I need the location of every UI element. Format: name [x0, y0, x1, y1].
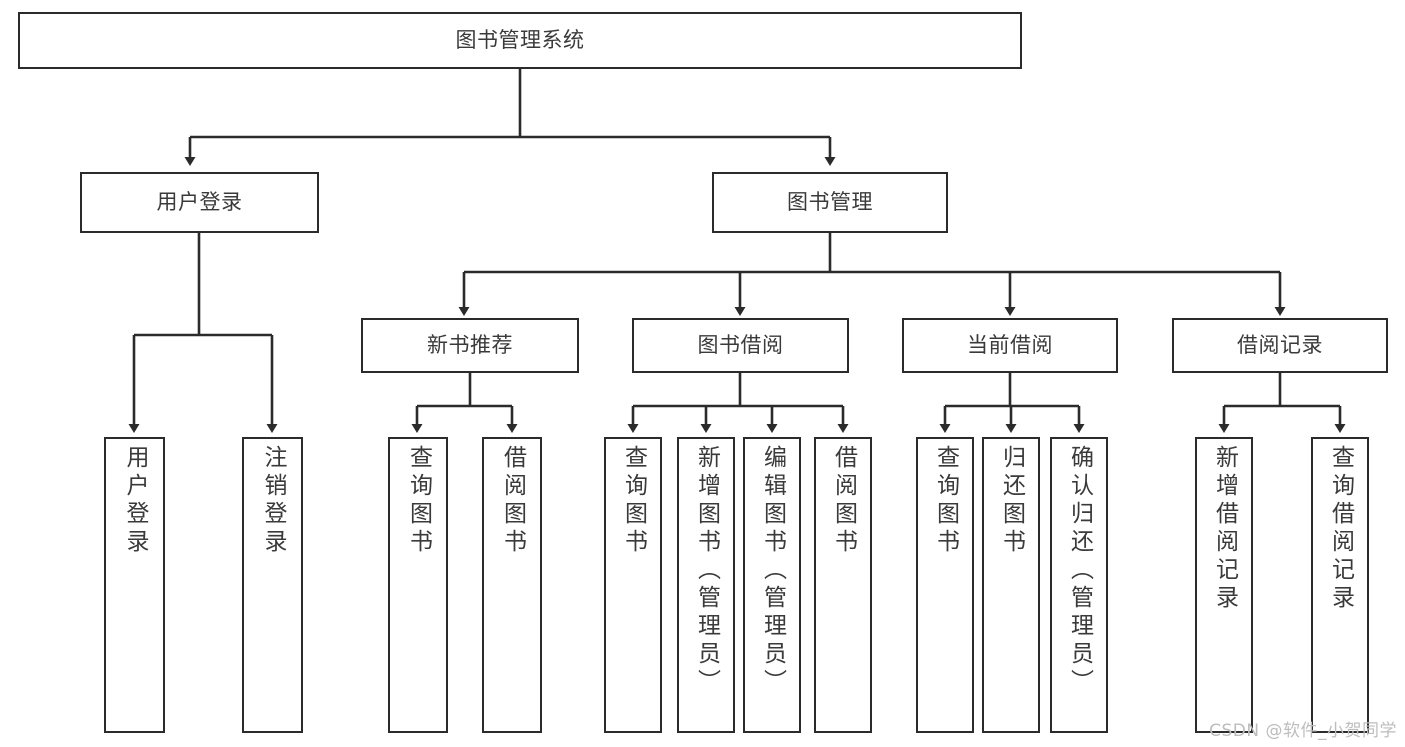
leaf-add-book[interactable]: 新增图书（管理员） [677, 437, 735, 733]
node-book-manage[interactable]: 图书管理 [712, 172, 948, 233]
leaf-query-book-2-label: 查询图书 [620, 445, 647, 557]
leaf-add-record-label: 新增借阅记录 [1211, 445, 1238, 613]
node-current-borrow-label: 当前借阅 [967, 333, 1053, 358]
node-book-borrow-label: 图书借阅 [697, 333, 784, 358]
node-root-label: 图书管理系统 [455, 28, 585, 53]
leaf-add-record[interactable]: 新增借阅记录 [1195, 437, 1253, 733]
leaf-query-book-1[interactable]: 查询图书 [388, 437, 448, 733]
watermark: CSDN @软件_小贺同学 [1209, 721, 1397, 741]
leaf-edit-book-label: 编辑图书（管理员） [759, 445, 786, 697]
leaf-query-book-3[interactable]: 查询图书 [916, 437, 974, 733]
leaf-query-record[interactable]: 查询借阅记录 [1311, 437, 1369, 733]
leaf-query-book-2[interactable]: 查询图书 [604, 437, 662, 733]
leaf-borrow-book-1-label: 借阅图书 [499, 445, 526, 557]
node-borrow-record[interactable]: 借阅记录 [1172, 318, 1388, 373]
leaf-borrow-book-2-label: 借阅图书 [830, 445, 857, 557]
node-root[interactable]: 图书管理系统 [18, 12, 1022, 69]
leaf-return-book-label: 归还图书 [998, 445, 1025, 557]
leaf-query-book-1-label: 查询图书 [405, 445, 432, 557]
node-new-book-recommend[interactable]: 新书推荐 [361, 318, 579, 373]
leaf-confirm-return[interactable]: 确认归还（管理员） [1050, 437, 1108, 733]
leaf-return-book[interactable]: 归还图书 [982, 437, 1040, 733]
leaf-query-book-3-label: 查询图书 [932, 445, 959, 557]
leaf-query-record-label: 查询借阅记录 [1327, 445, 1354, 613]
node-user-login-label: 用户登录 [156, 190, 243, 215]
leaf-borrow-book-1[interactable]: 借阅图书 [482, 437, 542, 733]
leaf-user-login[interactable]: 用户登录 [104, 437, 165, 733]
node-current-borrow[interactable]: 当前借阅 [902, 318, 1118, 373]
node-borrow-record-label: 借阅记录 [1237, 333, 1323, 358]
node-book-manage-label: 图书管理 [787, 190, 873, 215]
node-new-book-recommend-label: 新书推荐 [427, 333, 513, 358]
node-book-borrow[interactable]: 图书借阅 [632, 318, 849, 373]
leaf-user-logout-label: 注销登录 [260, 445, 286, 557]
node-user-login[interactable]: 用户登录 [80, 172, 319, 233]
leaf-confirm-return-label: 确认归还（管理员） [1066, 445, 1093, 697]
leaf-borrow-book-2[interactable]: 借阅图书 [814, 437, 872, 733]
leaf-user-logout[interactable]: 注销登录 [242, 437, 303, 733]
leaf-user-login-label: 用户登录 [122, 445, 148, 557]
leaf-edit-book[interactable]: 编辑图书（管理员） [743, 437, 801, 733]
leaf-add-book-label: 新增图书（管理员） [693, 445, 720, 697]
